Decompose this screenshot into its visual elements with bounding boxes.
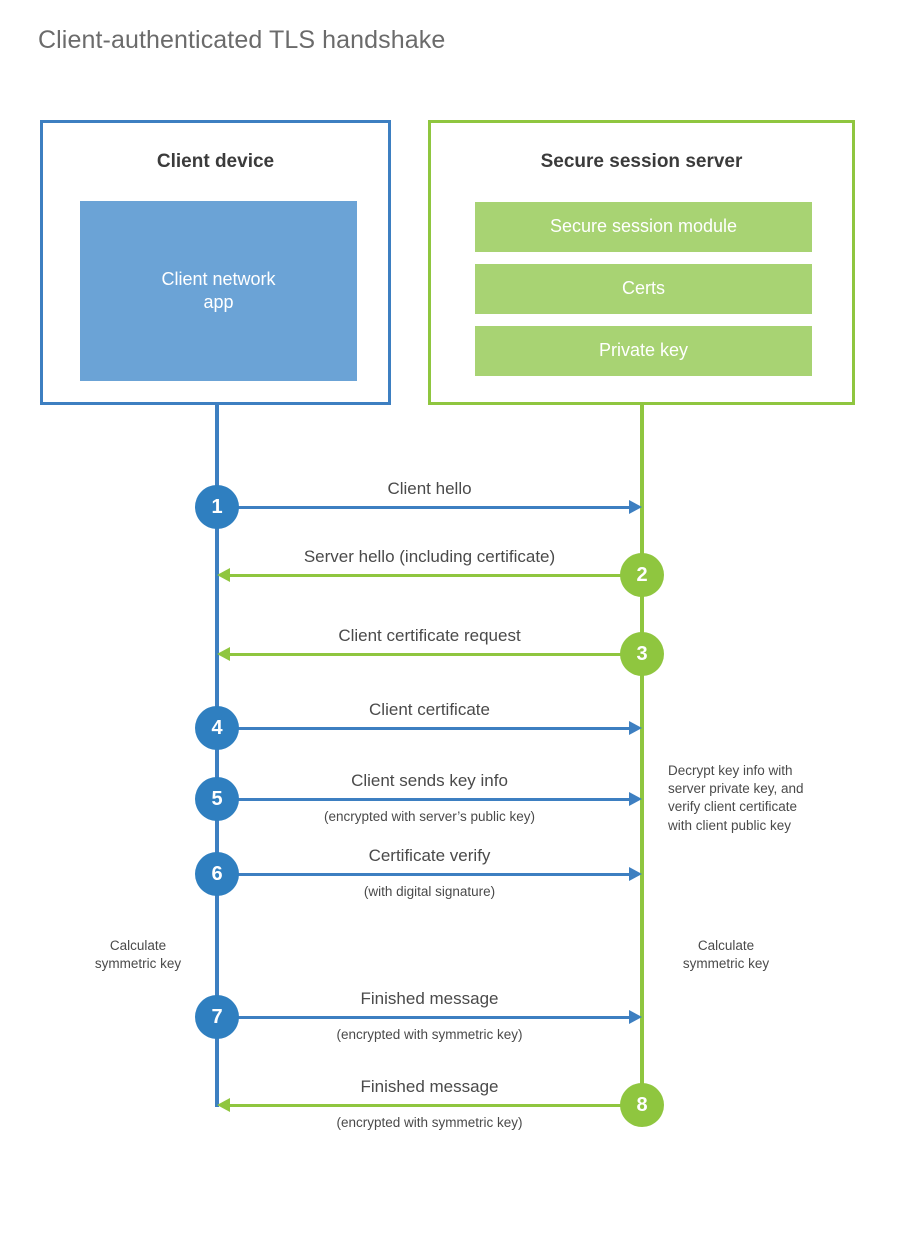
step-badge-6[interactable]: 6 (195, 852, 239, 896)
note-calculate-symmetric-key-client: Calculate symmetric key (94, 938, 182, 972)
message-label-7: Finished message (360, 989, 499, 1008)
server-block-certs: Certs (475, 264, 812, 314)
step-badge-2[interactable]: 2 (620, 553, 664, 597)
arrowhead-5 (629, 792, 642, 806)
page-title: Client-authenticated TLS handshake (38, 26, 446, 54)
message-label-5: Client sends key info (351, 771, 508, 790)
step-badge-3[interactable]: 3 (620, 632, 664, 676)
client-device-box: Client device Client network app (40, 120, 391, 405)
client-lifeline (215, 405, 219, 1107)
arrowhead-2 (217, 568, 230, 582)
message-line-2 (230, 574, 642, 577)
message-line-4 (217, 727, 629, 730)
message-label-2: Server hello (including certificate) (303, 547, 556, 566)
secure-session-server-box: Secure session server Secure session mod… (428, 120, 855, 405)
step-badge-1[interactable]: 1 (195, 485, 239, 529)
message-sublabel-8: (encrypted with symmetric key) (336, 1115, 523, 1130)
message-line-1 (217, 506, 629, 509)
server-lifeline (640, 405, 644, 1107)
message-line-6 (217, 873, 629, 876)
arrowhead-1 (629, 500, 642, 514)
note-decrypt-key-info: Decrypt key info with server private key… (668, 763, 804, 833)
server-block-private-key: Private key (475, 326, 812, 376)
message-line-3 (230, 653, 642, 656)
message-label-1: Client hello (387, 479, 472, 498)
step-badge-4[interactable]: 4 (195, 706, 239, 750)
message-label-8: Finished message (360, 1077, 499, 1096)
client-network-app-block: Client network app (80, 201, 357, 381)
arrowhead-7 (629, 1010, 642, 1024)
step-badge-8[interactable]: 8 (620, 1083, 664, 1127)
arrowhead-4 (629, 721, 642, 735)
message-line-7 (217, 1016, 629, 1019)
client-device-title: Client device (156, 151, 275, 172)
message-line-5 (217, 798, 629, 801)
arrowhead-8 (217, 1098, 230, 1112)
secure-session-server-title: Secure session server (540, 151, 743, 172)
message-label-3: Client certificate request (338, 626, 521, 645)
step-badge-5[interactable]: 5 (195, 777, 239, 821)
step-badge-7[interactable]: 7 (195, 995, 239, 1039)
server-block-secure-session-module: Secure session module (475, 202, 812, 252)
note-calculate-symmetric-key-server: Calculate symmetric key (682, 938, 770, 972)
message-label-4: Client certificate (369, 700, 490, 719)
message-sublabel-5: (encrypted with server’s public key) (323, 809, 536, 824)
message-line-8 (230, 1104, 642, 1107)
message-sublabel-6: (with digital signature) (363, 884, 496, 899)
arrowhead-3 (217, 647, 230, 661)
message-sublabel-7: (encrypted with symmetric key) (336, 1027, 523, 1042)
arrowhead-6 (629, 867, 642, 881)
message-label-6: Certificate verify (368, 846, 491, 865)
